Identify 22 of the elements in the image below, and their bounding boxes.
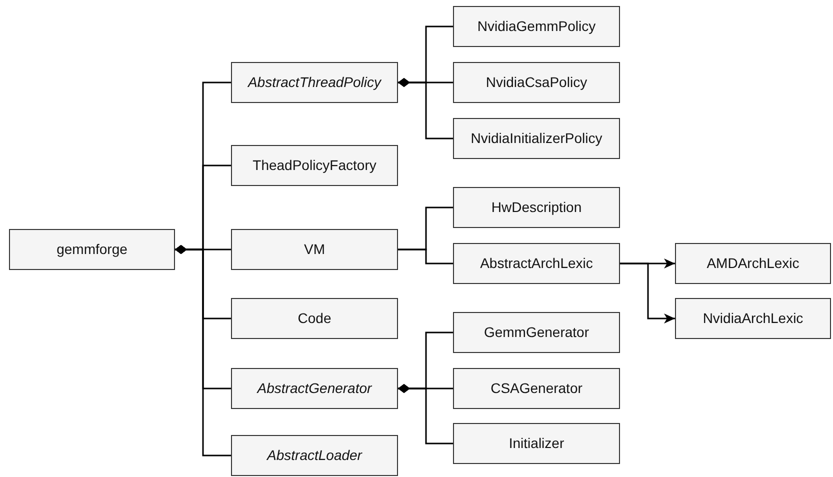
class-box: AbstractGenerator [231, 368, 398, 409]
class-box: NvidiaCsaPolicy [453, 62, 620, 103]
composition-connector [175, 245, 231, 456]
composition-connector [398, 384, 453, 444]
class-box: AbstractLoader [231, 435, 398, 476]
class-box: VM [231, 229, 398, 270]
class-box: GemmGenerator [453, 312, 620, 353]
class-box: NvidiaInitializerPolicy [453, 118, 620, 159]
class-box: Initializer [453, 423, 620, 464]
class-box: gemmforge [9, 229, 175, 270]
class-box: NvidiaGemmPolicy [453, 6, 620, 47]
composition-connector [398, 78, 453, 140]
class-box: AbstractThreadPolicy [231, 62, 398, 103]
class-box: HwDescription [453, 187, 620, 228]
class-box: CSAGenerator [453, 368, 620, 409]
class-box: TheadPolicyFactory [231, 145, 398, 186]
class-box: AbstractArchLexic [453, 243, 620, 284]
connector-line [398, 248, 453, 264]
class-box: Code [231, 298, 398, 339]
arrow [620, 262, 675, 324]
class-box: AMDArchLexic [675, 243, 831, 284]
class-box: NvidiaArchLexic [675, 298, 831, 339]
